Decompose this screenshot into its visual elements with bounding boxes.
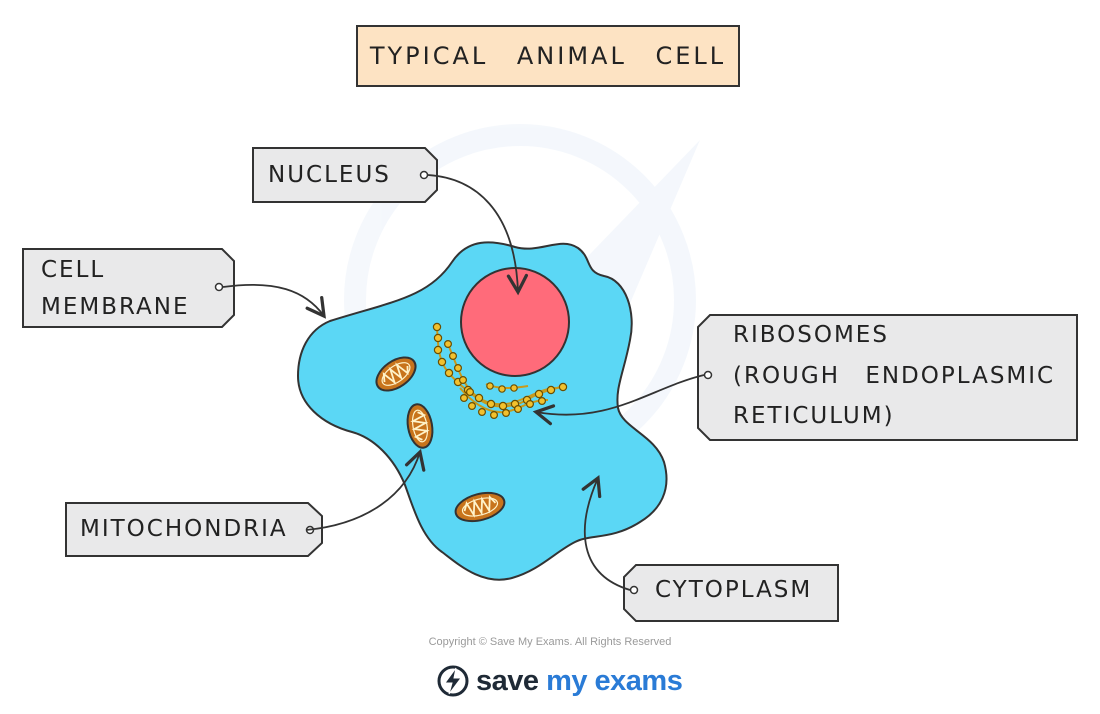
cytoplasm-tag bbox=[623, 564, 839, 622]
cell-membrane-label-line1: CELL bbox=[41, 257, 106, 283]
nucleus-tag bbox=[252, 147, 438, 203]
ribosomes-arrow bbox=[532, 374, 705, 426]
diagram-title: TYPICAL ANIMAL CELL bbox=[356, 25, 740, 87]
ribosomes-tag bbox=[697, 314, 1078, 441]
brand-name: save my exams bbox=[476, 664, 683, 698]
ribosomes-label-line2: (ROUGH ENDOPLASMIC bbox=[733, 363, 1056, 389]
cell-membrane-arrow bbox=[222, 283, 326, 319]
cell-membrane-tag bbox=[22, 248, 235, 328]
cytoplasm-label: CYTOPLASM bbox=[655, 577, 813, 603]
nucleus-label: NUCLEUS bbox=[268, 162, 391, 188]
mitochondria-tag bbox=[65, 502, 323, 557]
copyright-text: Copyright © Save My Exams. All Rights Re… bbox=[428, 636, 672, 648]
cytoplasm-arrow bbox=[581, 474, 631, 591]
rough-er-shape bbox=[432, 322, 568, 420]
mitochondrion-2 bbox=[406, 403, 434, 449]
nucleus-arrow bbox=[427, 174, 529, 296]
cell-membrane-label-line2: MEMBRANE bbox=[41, 294, 190, 320]
mitochondrion-1 bbox=[375, 356, 417, 392]
ribosomes-label-line3: RETICULUM) bbox=[733, 403, 895, 429]
nucleus-shape bbox=[460, 267, 570, 377]
brand-logo: save my exams bbox=[436, 660, 683, 702]
ribosomes-label-line1: RIBOSOMES bbox=[733, 322, 889, 348]
brand-name-part2: my exams bbox=[546, 664, 683, 697]
mitochondria-arrow bbox=[305, 448, 426, 531]
mitochondria-label: MITOCHONDRIA bbox=[80, 516, 288, 542]
mitochondrion-3 bbox=[454, 491, 506, 523]
brand-name-part1: save bbox=[476, 664, 547, 697]
save-my-exams-logo-icon bbox=[437, 665, 469, 697]
